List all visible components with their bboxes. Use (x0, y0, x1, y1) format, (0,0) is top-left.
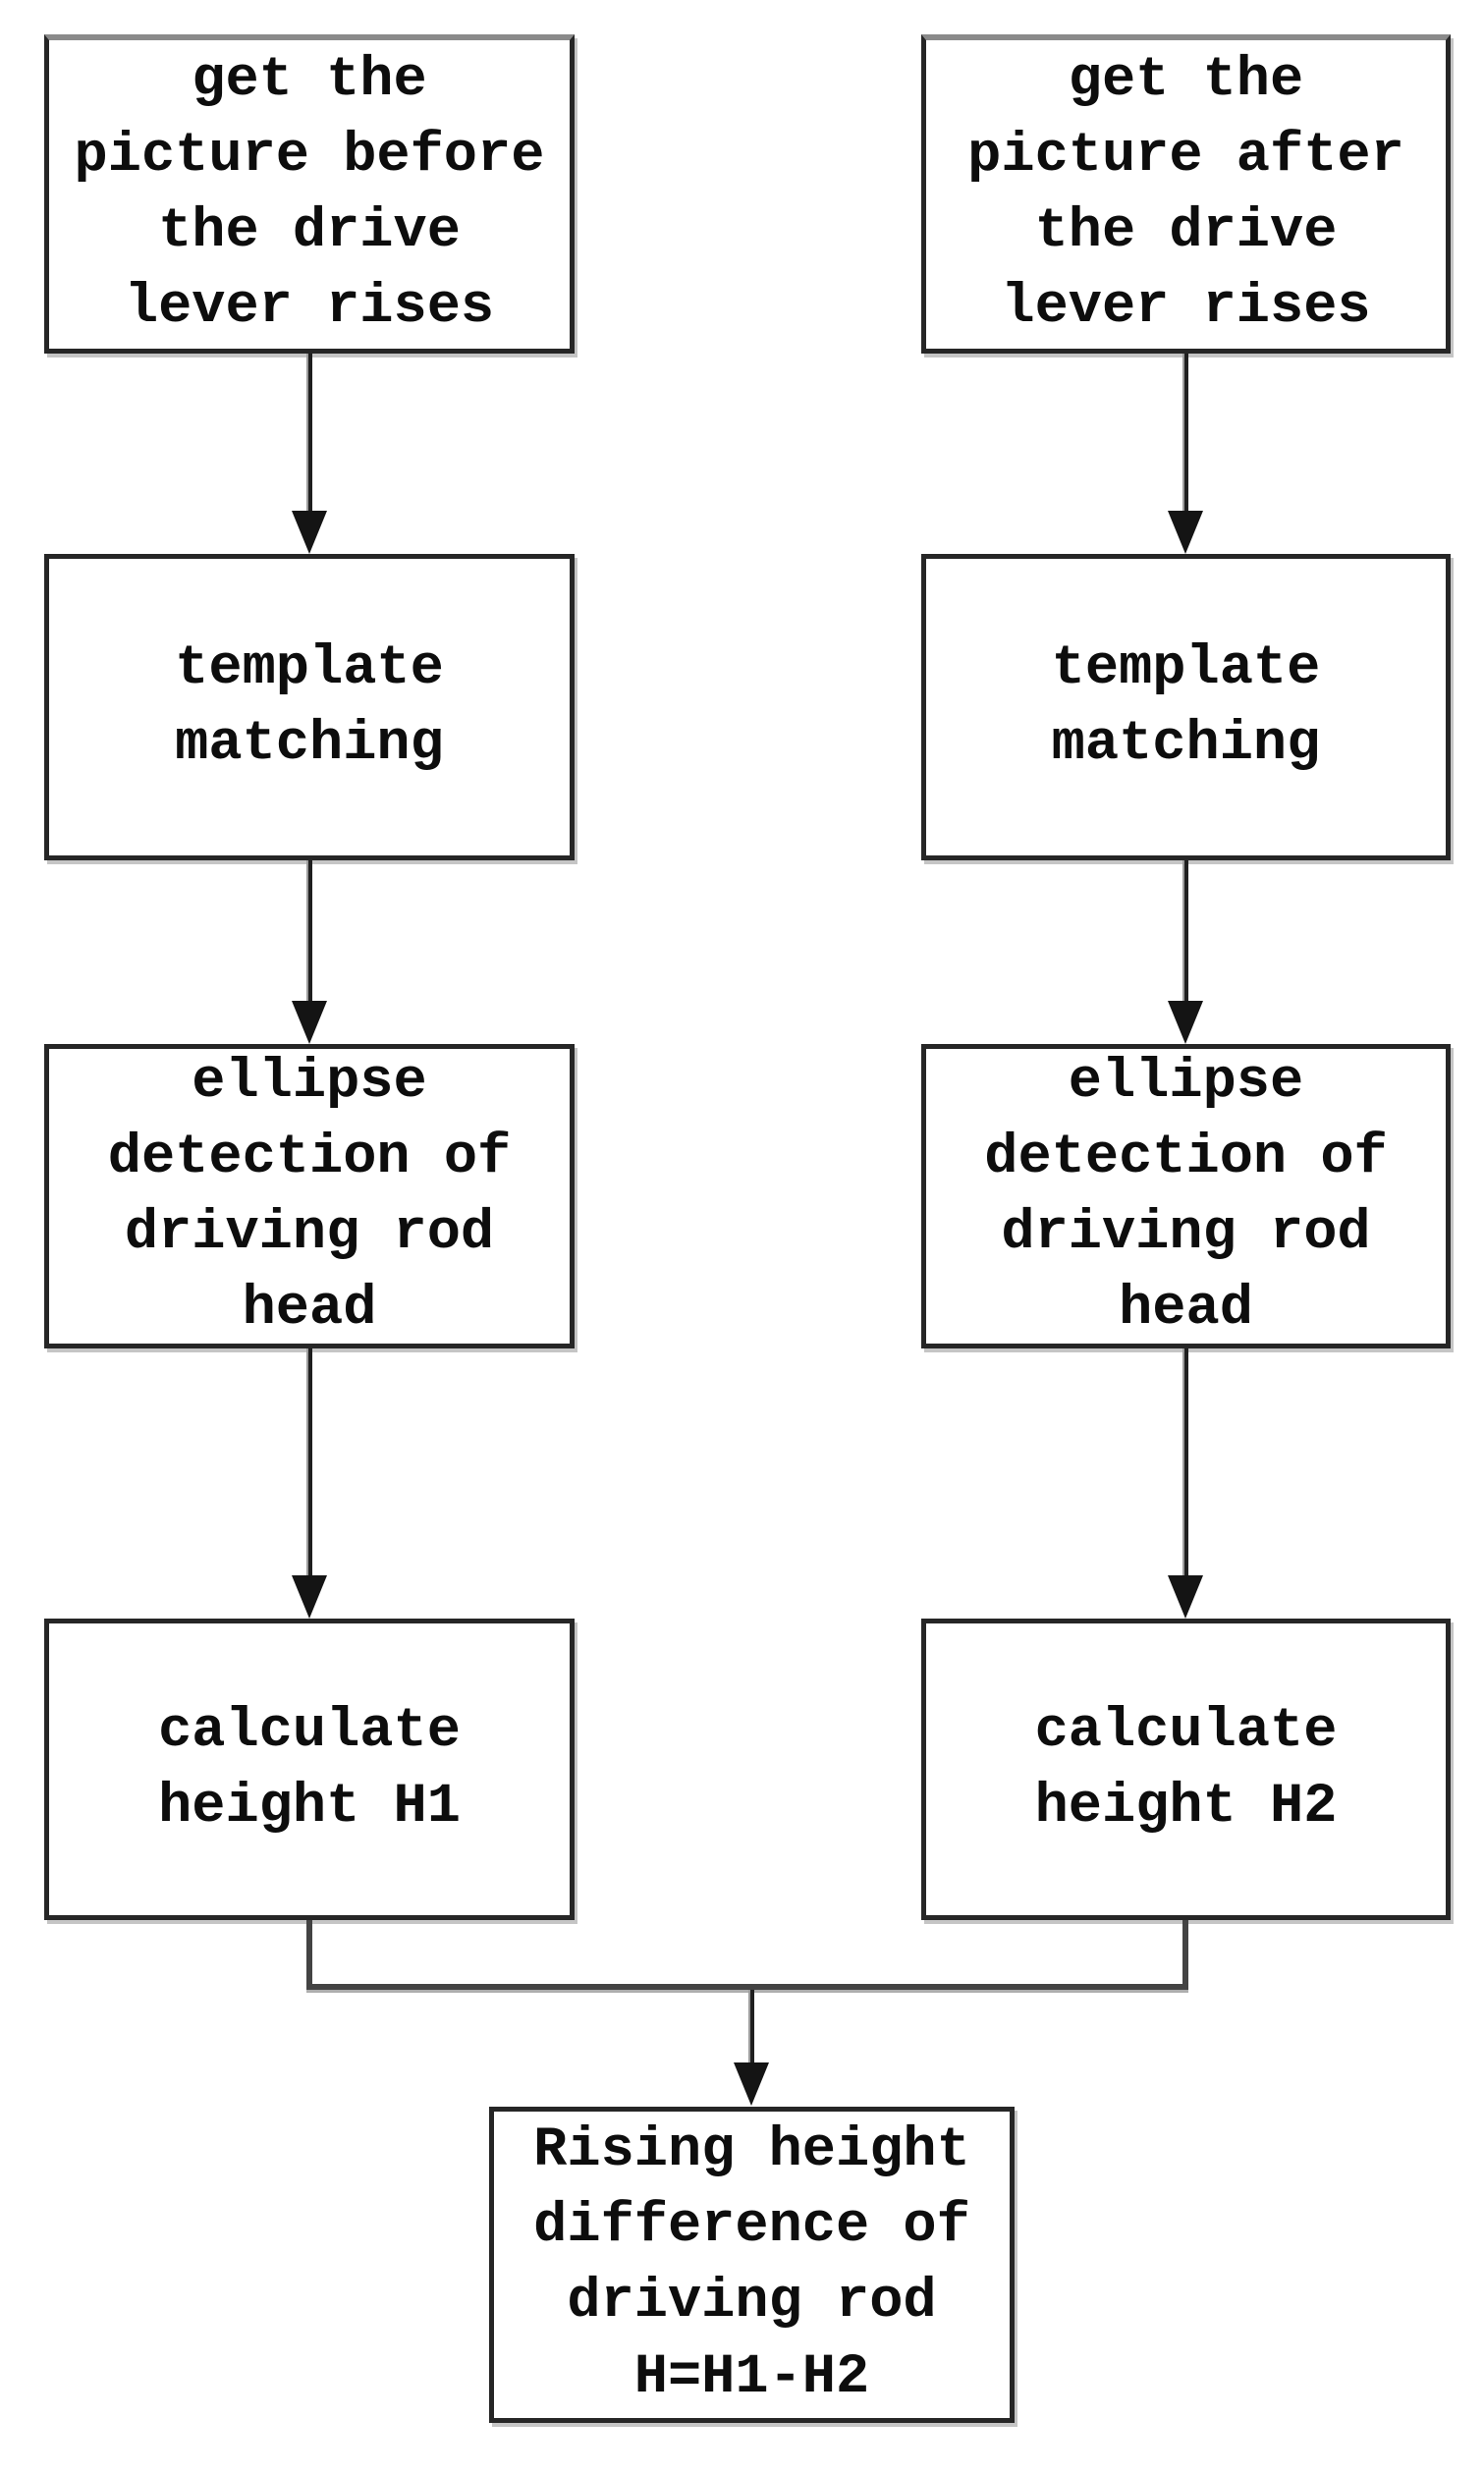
flow-node-calculate-h1: calculate height H1 (44, 1619, 575, 1920)
flow-node-get-picture-before-label: get the picture before the drive lever r… (74, 49, 545, 339)
flow-node-get-picture-after: get the picture after the drive lever ri… (921, 34, 1451, 354)
flow-node-template-matching-left: template matching (44, 554, 575, 860)
flow-node-calculate-h2-label: calculate height H2 (1034, 1699, 1338, 1839)
flow-node-ellipse-detection-right: ellipse detection of driving rod head (921, 1044, 1451, 1348)
flow-node-ellipse-detection-left-label: ellipse detection of driving rod head (107, 1051, 512, 1341)
arrow-down-icon (292, 511, 327, 554)
connector-line-right-2 (1182, 860, 1188, 1003)
connector-drop-from-h1 (306, 1920, 312, 1990)
flow-node-calculate-h1-label: calculate height H1 (158, 1699, 461, 1839)
connector-line-left-2 (306, 860, 312, 1003)
connector-line-right-3 (1182, 1348, 1188, 1577)
flow-node-get-picture-before: get the picture before the drive lever r… (44, 34, 575, 354)
arrow-down-icon (1168, 511, 1203, 554)
flow-node-rising-height-result-label: Rising height difference of driving rod … (533, 2119, 970, 2409)
connector-line-left-1 (306, 354, 312, 513)
flow-node-rising-height-result: Rising height difference of driving rod … (489, 2107, 1015, 2423)
flow-node-calculate-h2: calculate height H2 (921, 1619, 1451, 1920)
flow-node-get-picture-after-label: get the picture after the drive lever ri… (967, 49, 1404, 339)
arrow-down-icon (292, 1575, 327, 1619)
flow-node-ellipse-detection-left: ellipse detection of driving rod head (44, 1044, 575, 1348)
connector-line-merge (748, 1990, 754, 2064)
arrow-down-icon (292, 1001, 327, 1044)
connector-line-right-1 (1182, 354, 1188, 513)
connector-merge-bar (306, 1984, 1188, 1990)
arrow-down-icon (1168, 1001, 1203, 1044)
flow-node-template-matching-left-label: template matching (175, 637, 444, 776)
connector-drop-from-h2 (1182, 1920, 1188, 1990)
connector-line-left-3 (306, 1348, 312, 1577)
flow-node-ellipse-detection-right-label: ellipse detection of driving rod head (984, 1051, 1388, 1341)
arrow-down-icon (1168, 1575, 1203, 1619)
flow-node-template-matching-right-label: template matching (1051, 637, 1321, 776)
flow-node-template-matching-right: template matching (921, 554, 1451, 860)
arrow-down-icon (734, 2062, 769, 2106)
